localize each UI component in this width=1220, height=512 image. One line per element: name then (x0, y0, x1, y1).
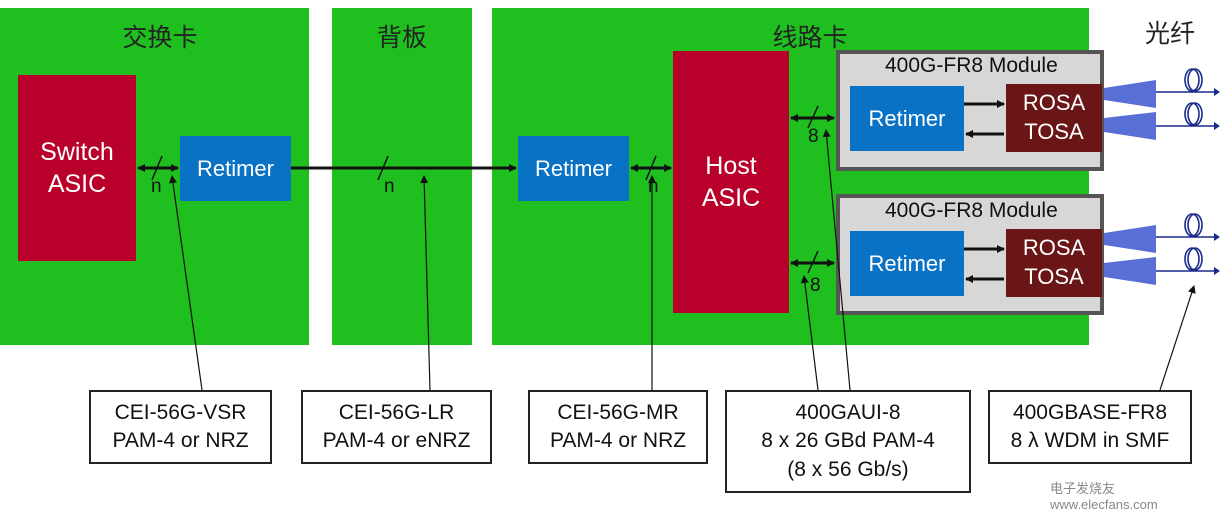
lane-count-line: n (648, 176, 659, 197)
fiber-arrowhead (1214, 88, 1220, 96)
callout-pointer-fr8 (1159, 285, 1196, 391)
label-cei-56g-lr: CEI-56G-LR PAM-4 or eNRZ (301, 390, 492, 464)
lane-slash (807, 250, 819, 274)
switch-retimer: Retimer (180, 136, 291, 201)
fiber-title: 光纤 (1144, 20, 1195, 48)
module-top-rosa-tosa: ROSA TOSA (1006, 84, 1102, 152)
module-bottom-rosa-tosa: ROSA TOSA (1006, 229, 1102, 297)
line-retimer: Retimer (518, 136, 629, 201)
watermark: 电子发烧友 www.elecfans.com (1050, 481, 1158, 512)
backplane-title: 背板 (376, 24, 427, 52)
callout-pointer-vsr (169, 175, 203, 391)
switch-card-title: 交换卡 (122, 24, 198, 52)
fiber-arrowhead (1214, 233, 1220, 241)
callout-pointer-lr (420, 175, 431, 391)
module-top-title: 400G-FR8 Module (885, 54, 1058, 77)
lane-slash (377, 155, 389, 181)
line-card-title: 线路卡 (772, 24, 848, 52)
lane-slash (645, 155, 657, 181)
lane-slash (151, 155, 163, 181)
label-cei-56g-mr: CEI-56G-MR PAM-4 or NRZ (528, 390, 708, 464)
host-asic: Host ASIC (673, 51, 789, 313)
fiber-connector (1104, 112, 1156, 140)
connections (137, 68, 1220, 391)
fiber-coil (1187, 68, 1203, 92)
fiber-arrowhead (1214, 122, 1220, 130)
fiber-connector (1104, 225, 1156, 253)
callout-pointer-gaui-b (822, 129, 851, 391)
fiber-coil (1187, 213, 1203, 237)
label-400gaui-8: 400GAUI-8 8 x 26 GBd PAM-4 (8 x 56 Gb/s) (725, 390, 971, 493)
label-400gbase-fr8: 400GBASE-FR8 8 λ WDM in SMF (988, 390, 1192, 464)
fiber-coil (1184, 68, 1200, 92)
fiber-coil (1187, 102, 1203, 126)
fiber-coil (1187, 247, 1203, 271)
fiber-coil (1184, 102, 1200, 126)
lane-count-module-bottom: 8 (810, 275, 821, 296)
module-bottom-retimer: Retimer (850, 231, 964, 296)
fiber-connector (1104, 257, 1156, 285)
switch-asic: Switch ASIC (18, 75, 136, 261)
module-top-retimer: Retimer (850, 86, 964, 151)
lane-count-backplane: n (384, 176, 395, 197)
lane-slash (807, 105, 819, 129)
fiber-connector (1104, 80, 1156, 108)
label-cei-56g-vsr: CEI-56G-VSR PAM-4 or NRZ (89, 390, 272, 464)
lane-count-switch: n (151, 176, 162, 197)
callout-pointer-gaui-a (800, 275, 819, 391)
module-bottom-title: 400G-FR8 Module (885, 199, 1058, 222)
fiber-arrowhead (1214, 267, 1220, 275)
lane-count-module-top: 8 (808, 126, 819, 147)
fiber-coil (1184, 213, 1200, 237)
fiber-coil (1184, 247, 1200, 271)
backplane-card (332, 8, 472, 345)
